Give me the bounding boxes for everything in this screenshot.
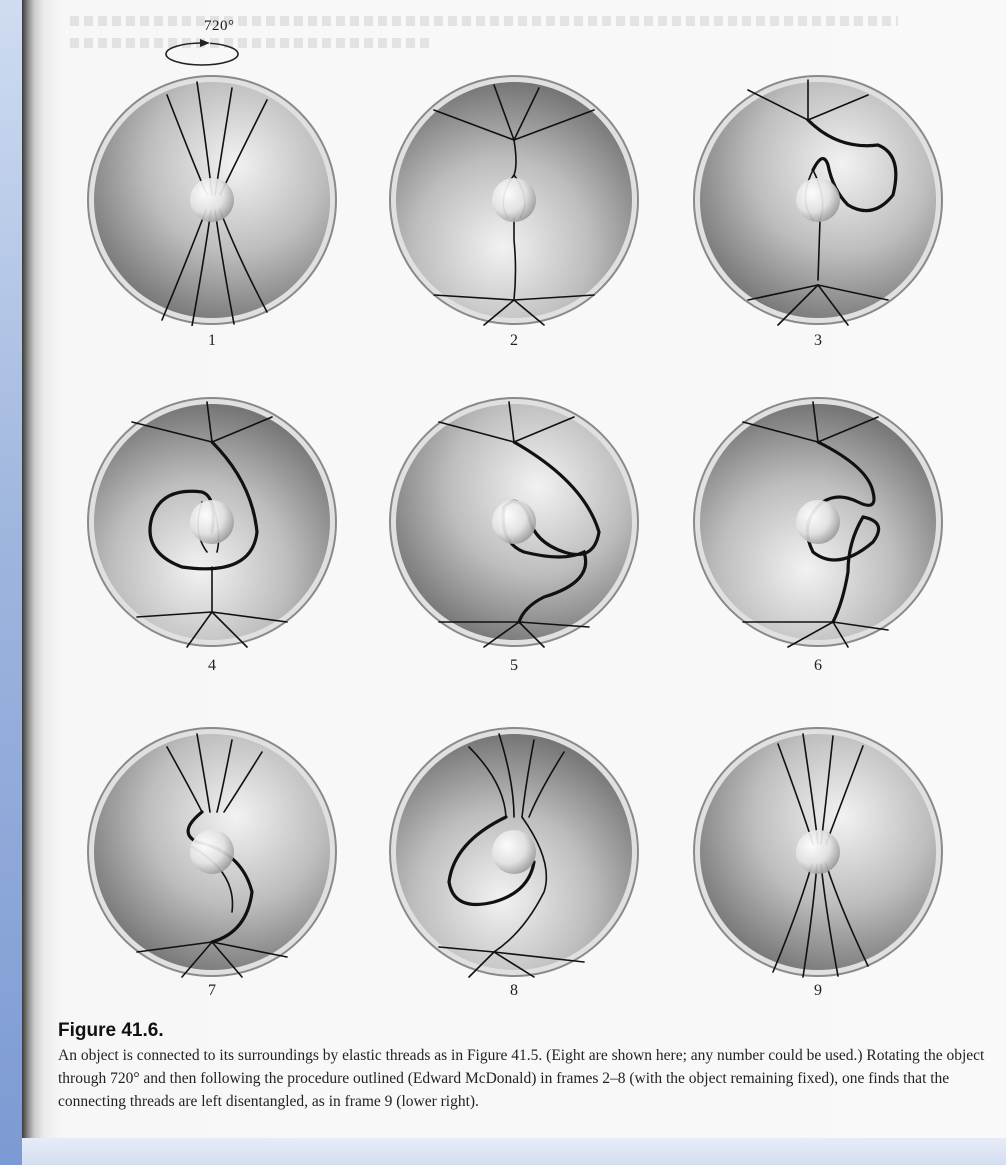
left-window-edge [0,0,22,1165]
bottom-window-edge [22,1138,1006,1165]
frame-number: 9 [798,982,838,1000]
frame-9 [692,726,944,978]
rotation-angle-label: 720° [204,18,235,35]
frame-1 [86,74,338,326]
frame-number: 2 [494,332,534,350]
figure-caption: An object is connected to its surroundin… [58,1044,988,1113]
central-object [796,830,840,874]
frame-disc-illustration [86,726,338,978]
frame-number: 1 [192,332,232,350]
frame-2 [388,74,640,326]
frame-disc-illustration [86,396,338,648]
central-object [796,500,840,544]
frame-number: 4 [192,657,232,675]
frame-disc-illustration [388,396,640,648]
central-object [492,830,536,874]
central-object [492,500,536,544]
central-object [190,500,234,544]
frame-number: 6 [798,657,838,675]
frame-4 [86,396,338,648]
frame-6 [692,396,944,648]
frame-disc-illustration [388,74,640,326]
frame-number: 7 [192,982,232,1000]
frame-number: 5 [494,657,534,675]
frame-8 [388,726,640,978]
frame-disc-illustration [692,74,944,326]
central-object [492,178,536,222]
frame-5 [388,396,640,648]
frame-number: 8 [494,982,534,1000]
central-object [190,830,234,874]
frame-disc-illustration [388,726,640,978]
figure-title: Figure 41.6. [58,1020,164,1042]
frame-disc-illustration [86,74,338,326]
frame-number: 3 [798,332,838,350]
central-object [796,178,840,222]
frame-disc-illustration [692,726,944,978]
central-object [190,178,234,222]
frame-3 [692,74,944,326]
frame-disc-illustration [692,396,944,648]
frame-7 [86,726,338,978]
